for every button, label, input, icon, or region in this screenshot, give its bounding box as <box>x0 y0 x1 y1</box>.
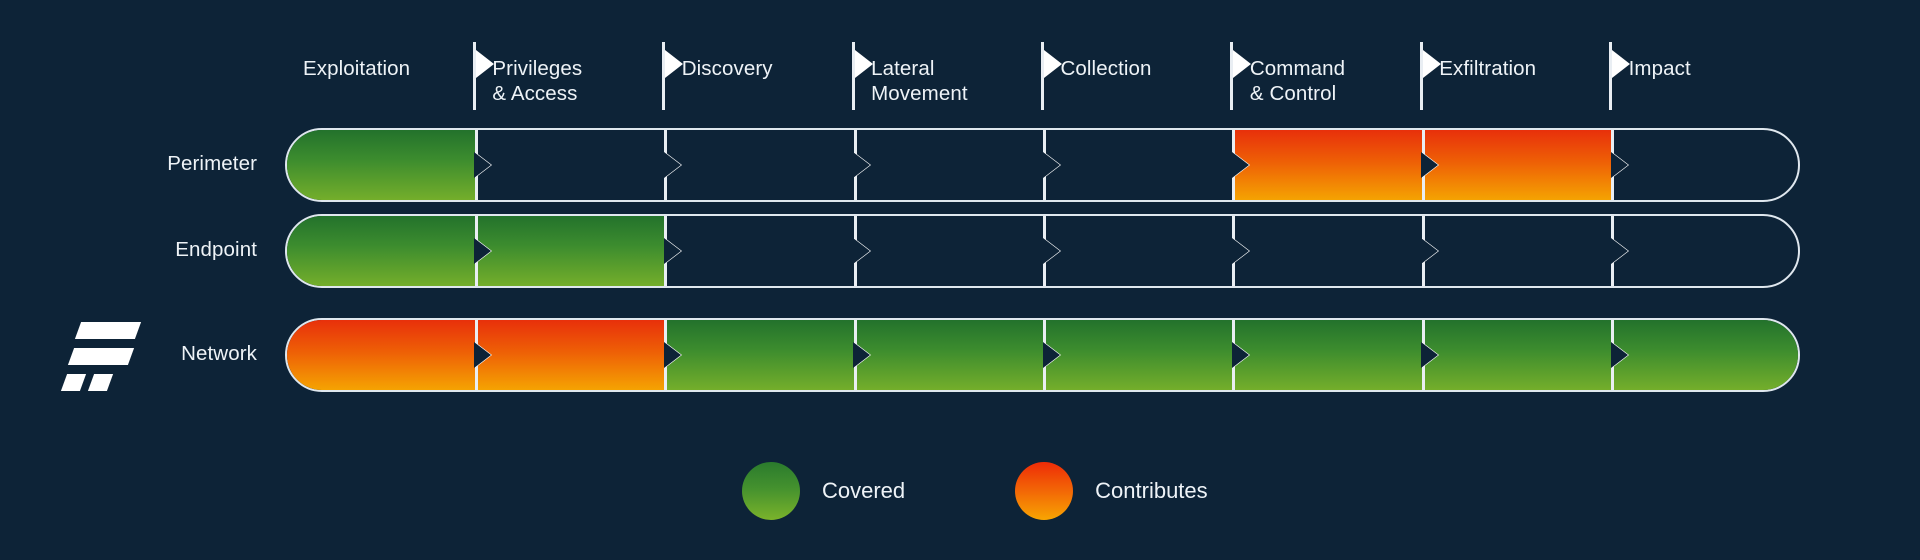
column-divider-collection <box>1041 42 1062 110</box>
chevron-right-icon <box>1231 342 1250 368</box>
cell-endpoint-impact[interactable] <box>1610 216 1798 286</box>
cell-perimeter-collection[interactable] <box>1042 130 1234 200</box>
legend-item-contributes[interactable]: Contributes <box>1015 462 1208 520</box>
cell-endpoint-privileges[interactable] <box>474 216 666 286</box>
chevron-right-icon <box>665 50 684 78</box>
cell-perimeter-exploitation[interactable] <box>287 130 477 200</box>
coverage-track-endpoint <box>285 214 1800 288</box>
chevron-right-icon <box>1612 50 1631 78</box>
column-header-discovery: Discovery <box>681 57 773 80</box>
column-divider-lateral <box>851 42 873 110</box>
legend: Covered Contributes <box>742 462 1208 520</box>
chevron-right-icon <box>474 238 493 264</box>
chevron-right-icon <box>1421 342 1440 368</box>
column-divider-command <box>1230 42 1252 110</box>
cell-network-command[interactable] <box>1231 320 1424 390</box>
column-header-collection: Collection <box>1060 57 1152 80</box>
cell-network-exfiltration[interactable] <box>1421 320 1613 390</box>
cell-perimeter-exfiltration[interactable] <box>1421 130 1613 200</box>
cell-endpoint-command[interactable] <box>1231 216 1423 286</box>
chevron-right-icon <box>1044 50 1062 78</box>
chevron-right-icon <box>1610 238 1629 264</box>
cell-endpoint-collection[interactable] <box>1042 216 1234 286</box>
row-label-network: Network <box>181 342 257 365</box>
legend-swatch-covered <box>742 462 800 520</box>
column-header-privileges: Privileges & Access <box>492 57 583 105</box>
column-divider-impact <box>1609 42 1631 110</box>
cell-network-exploitation[interactable] <box>287 320 477 390</box>
chevron-right-icon <box>853 342 872 368</box>
chevron-right-icon <box>1042 152 1061 178</box>
column-divider-privileges <box>472 42 494 110</box>
column-divider-exfiltration <box>1419 42 1441 110</box>
chevron-right-icon <box>1233 50 1252 78</box>
row-label-perimeter: Perimeter <box>167 152 257 175</box>
legend-label-covered: Covered <box>822 478 906 503</box>
column-header-exfiltration: Exfiltration <box>1439 57 1537 80</box>
column-header-command: Command & Control <box>1249 57 1346 105</box>
chevron-right-icon <box>1422 50 1441 78</box>
column-header-lateral: Lateral Movement <box>871 57 968 105</box>
column-header-impact: Impact <box>1628 57 1691 80</box>
chevron-right-icon <box>853 238 872 264</box>
cell-endpoint-lateral[interactable] <box>853 216 1044 286</box>
cell-network-collection[interactable] <box>1042 320 1234 390</box>
legend-item-covered[interactable]: Covered <box>742 462 905 520</box>
chevron-right-icon <box>1610 152 1629 178</box>
chevron-right-icon <box>475 50 494 78</box>
chevron-right-icon <box>1421 238 1440 264</box>
cell-endpoint-discovery[interactable] <box>663 216 855 286</box>
cell-perimeter-lateral[interactable] <box>853 130 1044 200</box>
chevron-right-icon <box>663 342 682 368</box>
cell-endpoint-exploitation[interactable] <box>287 216 477 286</box>
column-divider-discovery <box>662 42 684 110</box>
cell-endpoint-exfiltration[interactable] <box>1421 216 1612 286</box>
chevron-right-icon <box>854 50 873 78</box>
chevron-right-icon <box>1042 342 1061 368</box>
cell-network-privileges[interactable] <box>474 320 666 390</box>
chevron-right-icon <box>853 152 872 178</box>
cell-perimeter-impact[interactable] <box>1610 130 1798 200</box>
coverage-track-network <box>285 318 1800 392</box>
chevron-right-icon <box>663 152 682 178</box>
cell-perimeter-discovery[interactable] <box>663 130 855 200</box>
chevron-right-icon <box>1231 238 1250 264</box>
cell-network-discovery[interactable] <box>663 320 856 390</box>
row-label-endpoint: Endpoint <box>175 238 257 261</box>
legend-label-contributes: Contributes <box>1095 478 1208 503</box>
chevron-right-icon <box>474 152 493 178</box>
legend-swatch-contributes <box>1015 462 1074 520</box>
chevron-right-icon <box>663 238 682 264</box>
chevron-right-icon <box>1042 238 1061 264</box>
chevron-right-icon <box>1610 342 1629 368</box>
cell-perimeter-privileges[interactable] <box>474 130 665 200</box>
coverage-track-perimeter <box>285 128 1800 202</box>
cell-network-lateral[interactable] <box>853 320 1045 390</box>
column-header-exploitation: Exploitation <box>303 57 411 80</box>
cell-perimeter-command[interactable] <box>1231 130 1424 200</box>
chevron-right-icon <box>1231 152 1250 178</box>
cell-network-impact[interactable] <box>1610 320 1798 390</box>
chevron-right-icon <box>1421 152 1440 178</box>
chevron-right-icon <box>474 342 493 368</box>
